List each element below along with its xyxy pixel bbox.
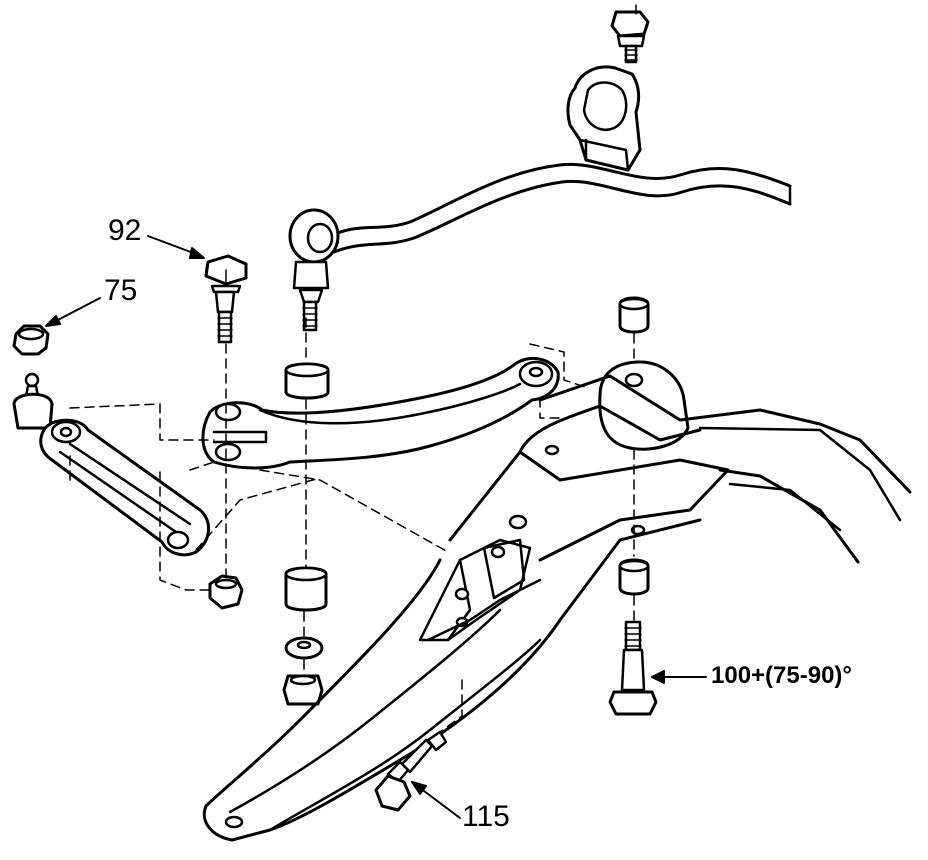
stabilizer-bracket — [566, 65, 642, 172]
link-bushing-lower — [284, 566, 328, 612]
callout-leaders — [45, 235, 707, 819]
lower-control-arm — [12, 372, 210, 557]
upper-control-arm — [201, 356, 560, 470]
link-bushing-upper — [284, 362, 330, 400]
callout-label-75: 75 — [104, 274, 138, 307]
stabilizer-link — [288, 208, 340, 332]
callout-label-100: 100+(75-90)° — [711, 662, 853, 689]
link-washer — [284, 636, 324, 660]
bolt-100 — [608, 620, 658, 716]
callout-label-92: 92 — [108, 214, 142, 247]
arm-nut — [208, 574, 244, 610]
callout-label-115: 115 — [462, 800, 510, 833]
bolt-115 — [374, 730, 448, 812]
mount-bushing-lower — [618, 558, 650, 596]
bolt-92 — [204, 254, 248, 344]
mount-bushing-upper — [618, 296, 650, 334]
nut-75 — [12, 324, 50, 356]
stabilizer-bar — [328, 162, 792, 254]
bracket-bolt — [610, 10, 650, 64]
reference-lines — [69, 3, 637, 733]
link-nut — [282, 674, 324, 706]
subframe — [202, 374, 912, 842]
